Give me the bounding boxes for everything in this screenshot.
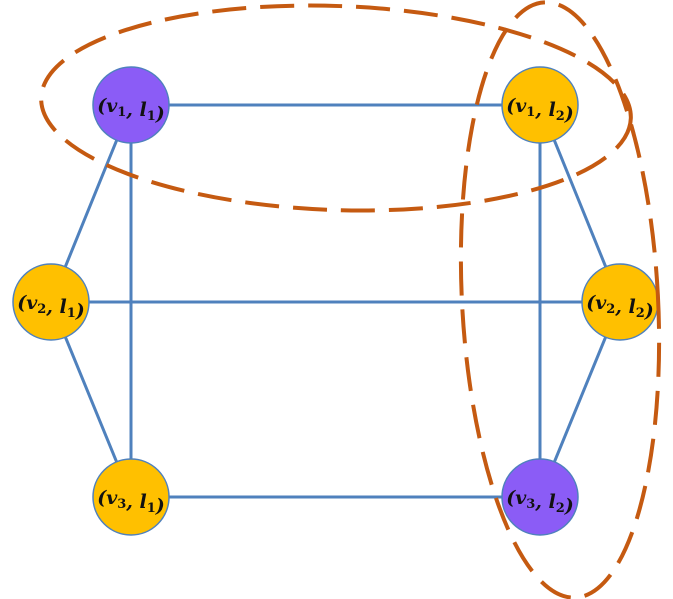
node-v3l2: (v3, l2) — [501, 458, 579, 536]
group-ring-top-group — [39, 3, 633, 213]
node-label: (v2, l1) — [17, 292, 85, 322]
node-label: (v3, l2) — [506, 487, 574, 517]
node-v1l1: (v1, l1) — [92, 66, 170, 144]
node-circle — [92, 458, 170, 536]
node-circle — [12, 263, 90, 341]
node-v2l1: (v2, l1) — [12, 263, 90, 341]
node-label: (v3, l1) — [97, 487, 165, 517]
node-circle — [92, 66, 170, 144]
group-rings-layer — [39, 0, 662, 599]
node-label: (v1, l2) — [506, 95, 574, 125]
node-circle — [501, 66, 579, 144]
node-label: (v1, l1) — [97, 95, 165, 125]
node-v3l1: (v3, l1) — [92, 458, 170, 536]
node-circle — [501, 458, 579, 536]
edges-layer — [49, 103, 622, 499]
node-v1l2: (v1, l2) — [501, 66, 579, 144]
nodes-layer: (v1, l1) (v1, l2) (v2, l1) (v2, l2) (v3, l1)… — [12, 66, 659, 536]
group-ring-right-group — [458, 0, 662, 599]
node-v2l2: (v2, l2) — [581, 263, 659, 341]
node-label: (v2, l2) — [586, 292, 654, 322]
